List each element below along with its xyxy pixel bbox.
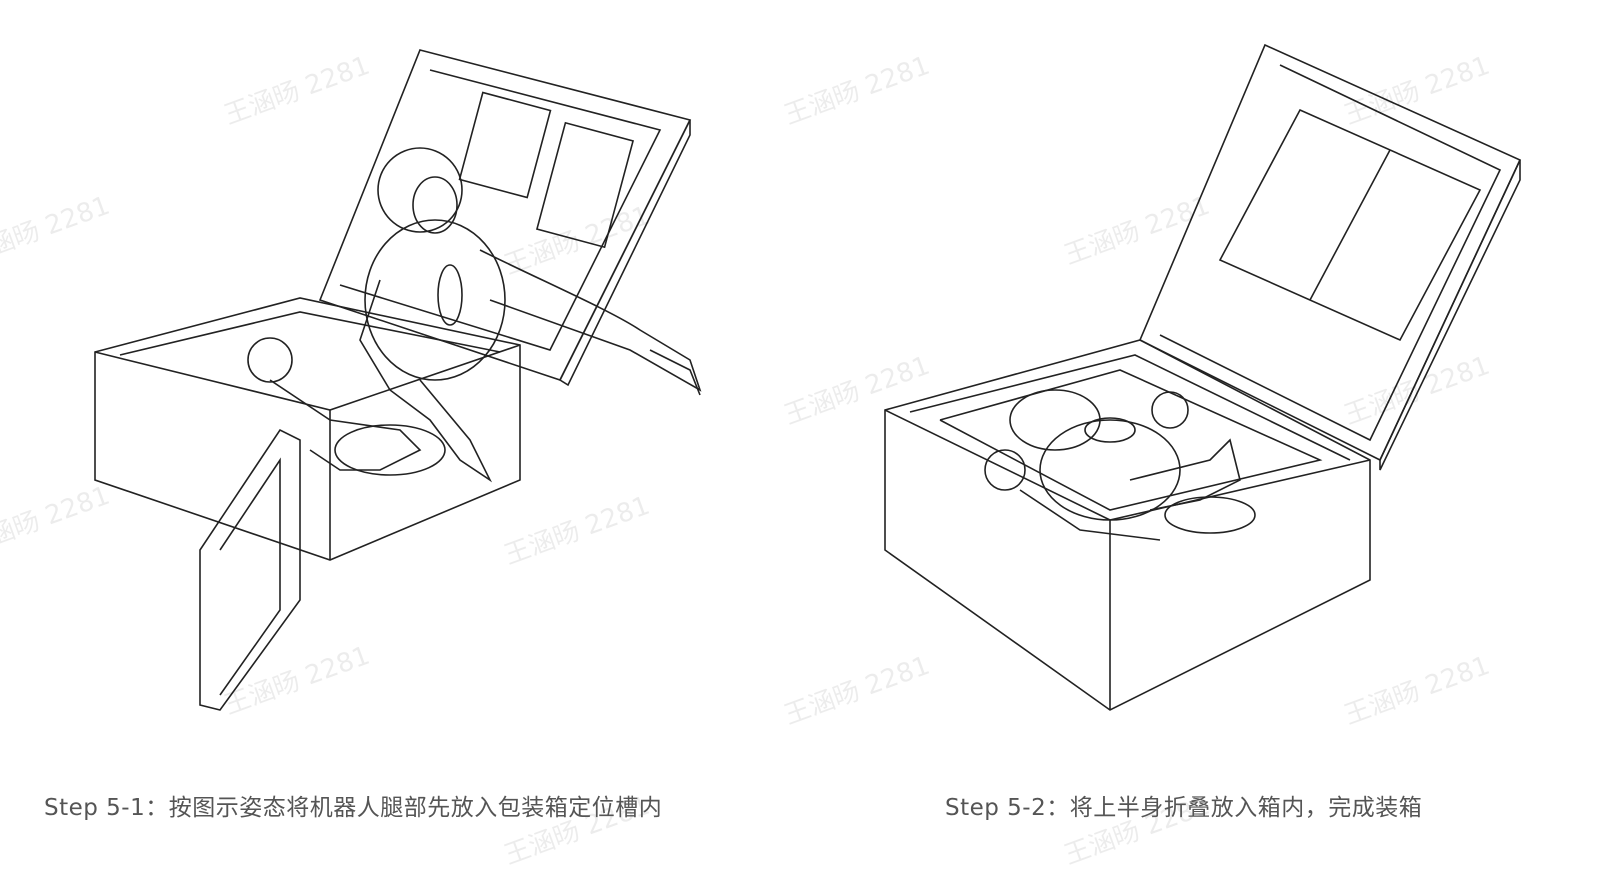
step-5-1-illustration <box>90 40 730 720</box>
step-5-2-illustration <box>880 40 1530 720</box>
step-5-1-caption: Step 5-1：按图示姿态将机器人腿部先放入包装箱定位槽内 <box>44 795 663 821</box>
step-5-2-caption: Step 5-2：将上半身折叠放入箱内，完成装箱 <box>945 795 1423 821</box>
